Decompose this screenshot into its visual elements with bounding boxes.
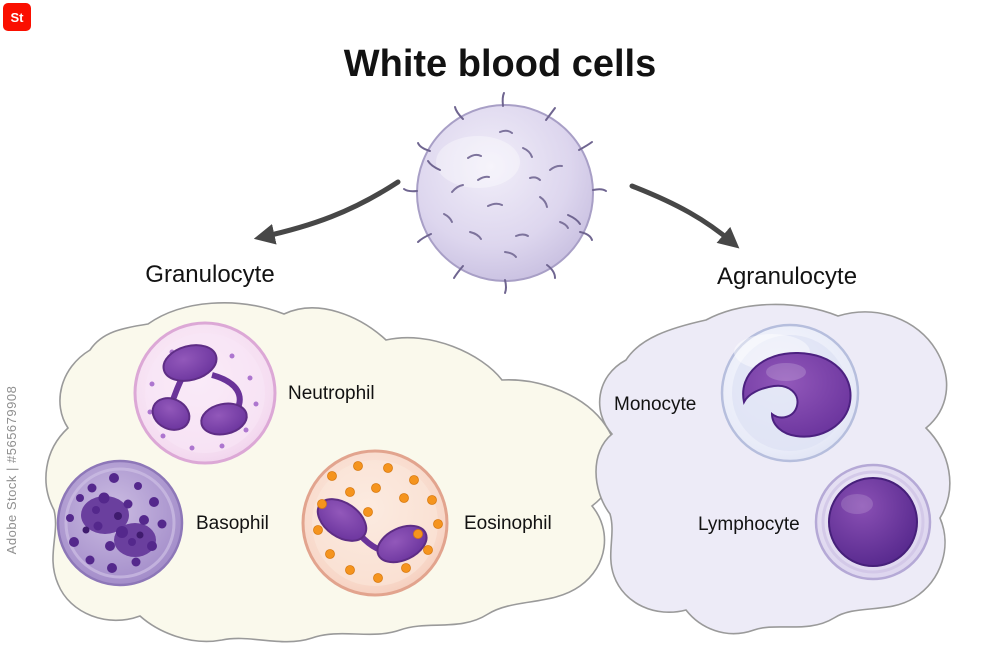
- central-white-blood-cell: [403, 92, 607, 294]
- left-arrow: [253, 179, 401, 245]
- monocyte-cell: [720, 323, 860, 463]
- page-title: White blood cells: [344, 43, 656, 85]
- basophil-cell: [56, 459, 184, 587]
- eosinophil-cell: [301, 449, 449, 597]
- basophil-label: Basophil: [196, 513, 269, 534]
- monocyte-label: Monocyte: [614, 394, 696, 415]
- cell-surface-texture: [443, 129, 569, 258]
- neutrophil-nucleus: [151, 344, 248, 436]
- lymphocyte-cell: [814, 463, 932, 581]
- granulocyte-label: Granulocyte: [145, 261, 274, 288]
- adobe-stock-logo-text: St: [11, 10, 25, 25]
- eosinophil-nucleus: [316, 498, 428, 564]
- neutrophil-label: Neutrophil: [288, 383, 375, 404]
- right-arrow: [629, 183, 740, 249]
- adobe-stock-logo: St: [3, 3, 31, 31]
- lymphocyte-label: Lymphocyte: [698, 514, 800, 535]
- neutrophil-cell: [133, 321, 277, 465]
- cell-spikes: [403, 92, 607, 294]
- eosinophil-label: Eosinophil: [464, 513, 552, 534]
- watermark-id-text: Adobe Stock | #565679908: [4, 386, 19, 555]
- eosinophil-granules: [313, 461, 443, 583]
- lymphocyte-nucleus: [828, 477, 918, 567]
- monocyte-nucleus: [742, 351, 852, 438]
- basophil-granules: [66, 473, 167, 573]
- agranulocyte-label: Agranulocyte: [717, 263, 857, 290]
